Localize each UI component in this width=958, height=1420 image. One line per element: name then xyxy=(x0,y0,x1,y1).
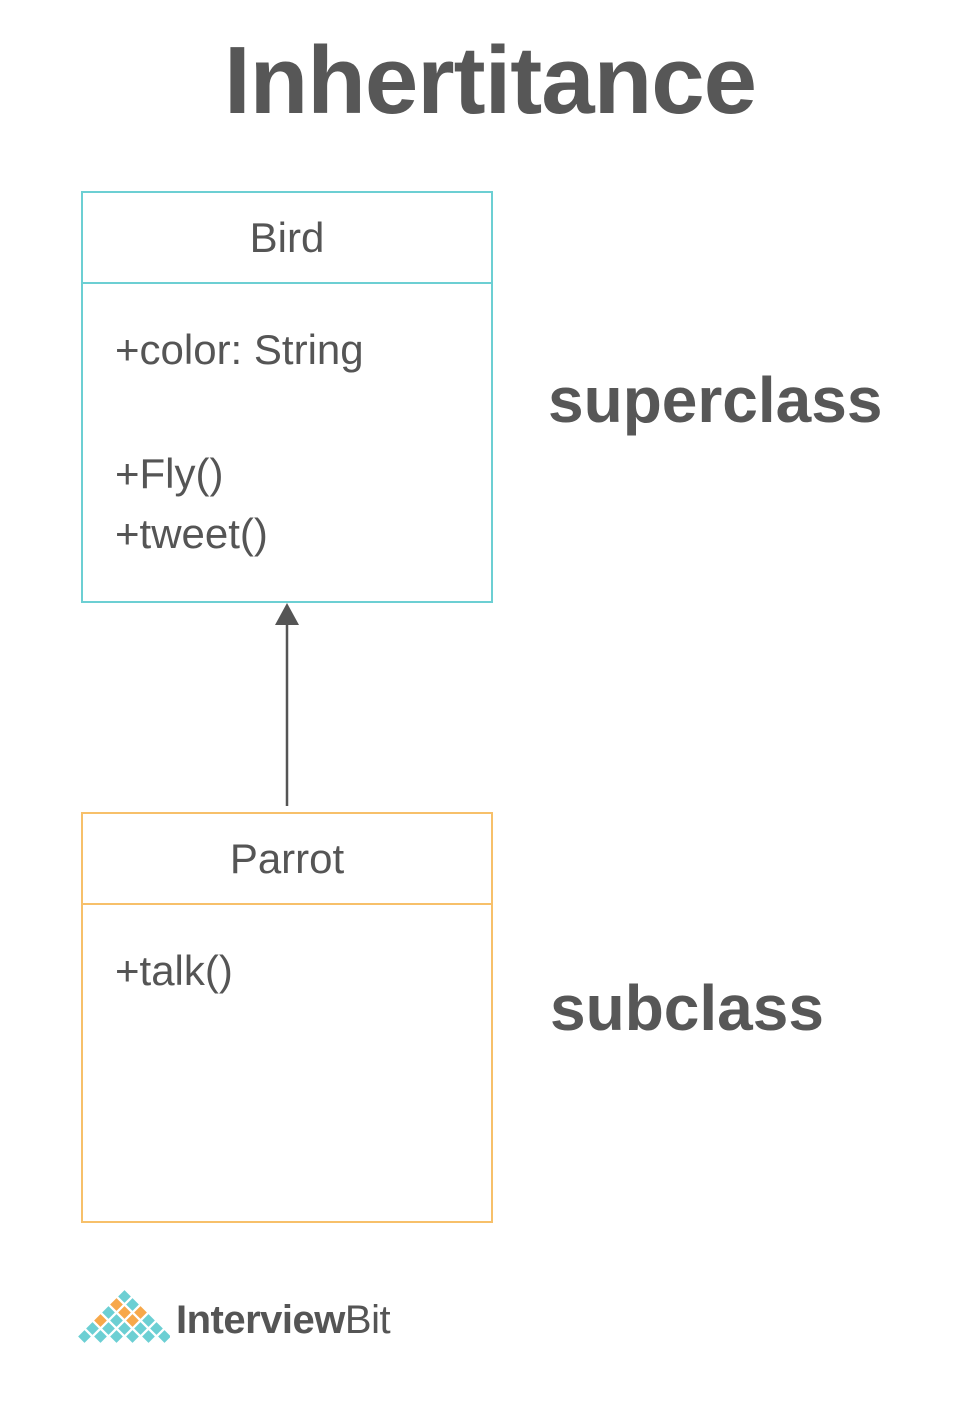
arrow-head-icon xyxy=(275,603,299,625)
interviewbit-diamond-logo-icon xyxy=(78,1290,170,1343)
subclass-label: subclass xyxy=(550,972,824,1044)
member-separator xyxy=(115,380,491,444)
superclass-members: +color: String +Fly() +tweet() xyxy=(83,284,491,564)
brand-name-regular: Bit xyxy=(344,1297,391,1342)
subclass-members: +talk() xyxy=(83,905,491,1001)
superclass-name: Bird xyxy=(83,193,491,284)
superclass-label: superclass xyxy=(548,364,883,436)
method-item: +talk() xyxy=(115,947,233,994)
method-item: +tweet() xyxy=(115,510,268,557)
subclass-name: Parrot xyxy=(83,814,491,905)
attribute-item: +color: String xyxy=(115,326,364,373)
subclass-box: Parrot +talk() xyxy=(81,812,493,1223)
method-item: +Fly() xyxy=(115,450,224,497)
brand-name-bold: Interview xyxy=(176,1297,345,1342)
brand-logo: InterviewBit xyxy=(78,1290,391,1350)
diagram-title: Inhertitance xyxy=(223,27,757,134)
brand-name: InterviewBit xyxy=(176,1297,391,1343)
superclass-box: Bird +color: String +Fly() +tweet() xyxy=(81,191,493,603)
